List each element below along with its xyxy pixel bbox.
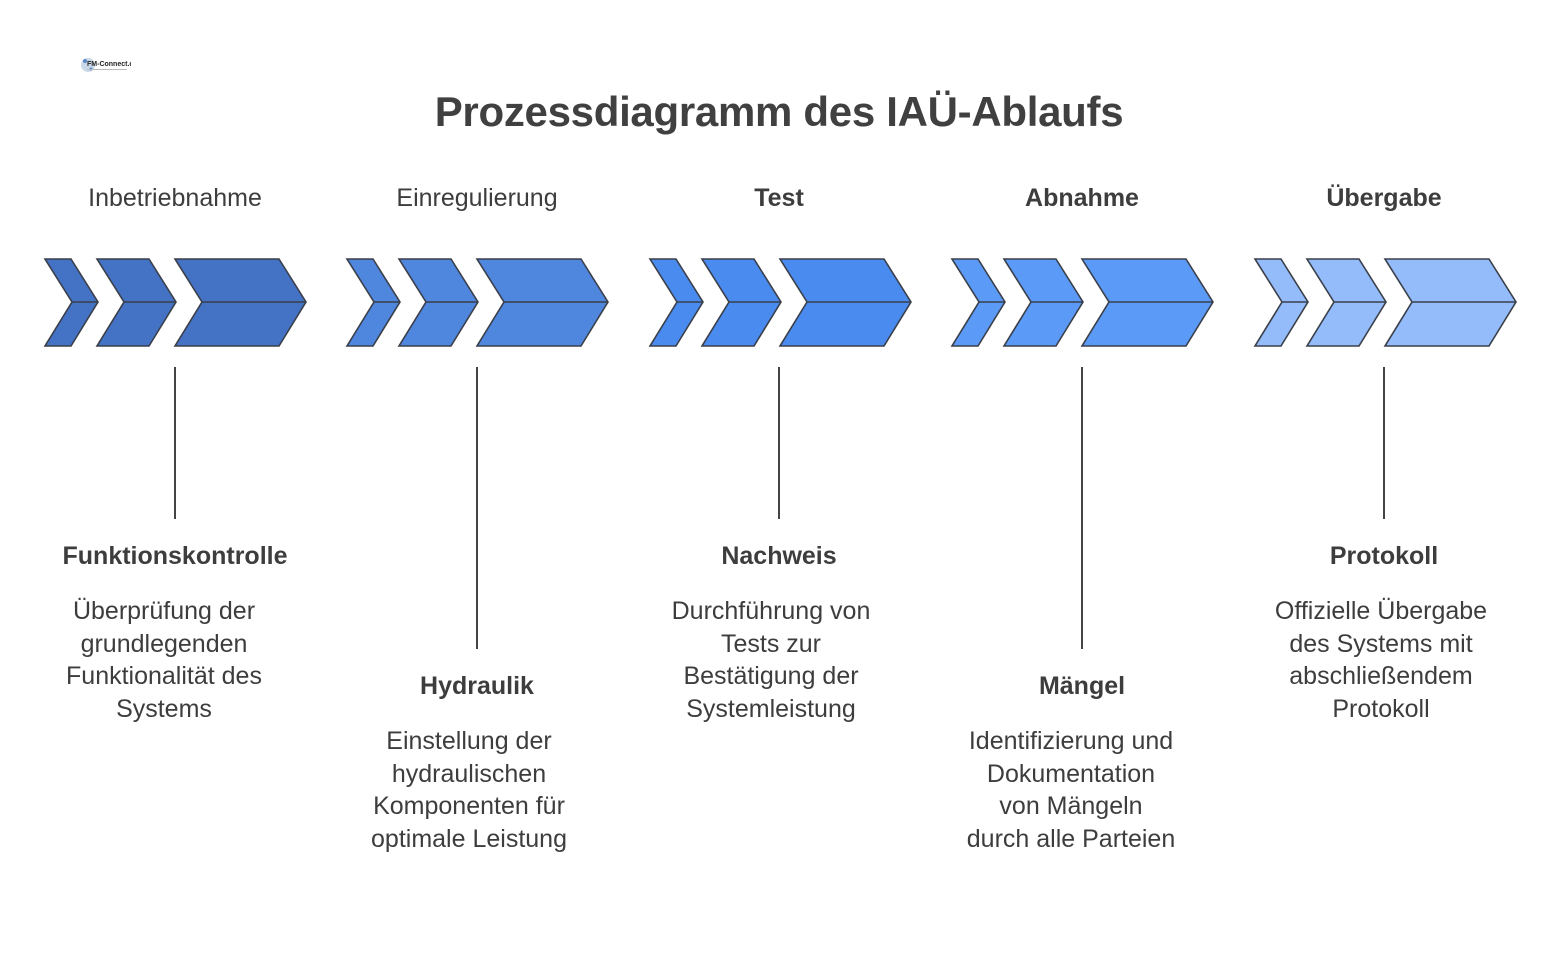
connector-line-2 xyxy=(476,367,478,649)
step-description-hydraulik: Einstellung der hydraulischen Komponente… xyxy=(371,727,567,853)
fm-connect-logo: FM-Connect.com xyxy=(79,52,131,78)
connector-line-4 xyxy=(1081,367,1083,649)
step-description-nachweis: Durchführung von Tests zur Bestätigung d… xyxy=(671,597,871,723)
phase-label-abnahme: Abnahme xyxy=(1025,184,1139,212)
step-description-funktionskontrolle: Überprüfung der grundlegenden Funktional… xyxy=(66,597,262,723)
step-heading-nachweis: Nachweis xyxy=(721,542,837,570)
step-heading-hydraulik: Hydraulik xyxy=(420,672,534,700)
phase-label-uebergabe: Übergabe xyxy=(1326,184,1442,212)
phase-label-einregulierung: Einregulierung xyxy=(396,184,558,212)
page-title: Prozessdiagramm des IAÜ-Ablaufs xyxy=(434,88,1124,135)
step-heading-maengel: Mängel xyxy=(1038,672,1126,700)
step-description-protokoll: Offizielle Übergabe des Systems mit absc… xyxy=(1274,597,1488,723)
phase-label-inbetriebnahme: Inbetriebnahme xyxy=(88,184,262,212)
connector-line-1 xyxy=(174,367,176,519)
step-description-maengel: Identifizierung und Dokumentation von Mä… xyxy=(966,727,1176,853)
step-heading-funktionskontrolle: Funktionskontrolle xyxy=(62,542,288,570)
connector-line-5 xyxy=(1383,367,1385,519)
step-heading-protokoll: Protokoll xyxy=(1329,542,1439,570)
phase-label-test: Test xyxy=(754,184,804,212)
connector-line-3 xyxy=(778,367,780,519)
svg-text:FM-Connect.com: FM-Connect.com xyxy=(87,61,131,68)
